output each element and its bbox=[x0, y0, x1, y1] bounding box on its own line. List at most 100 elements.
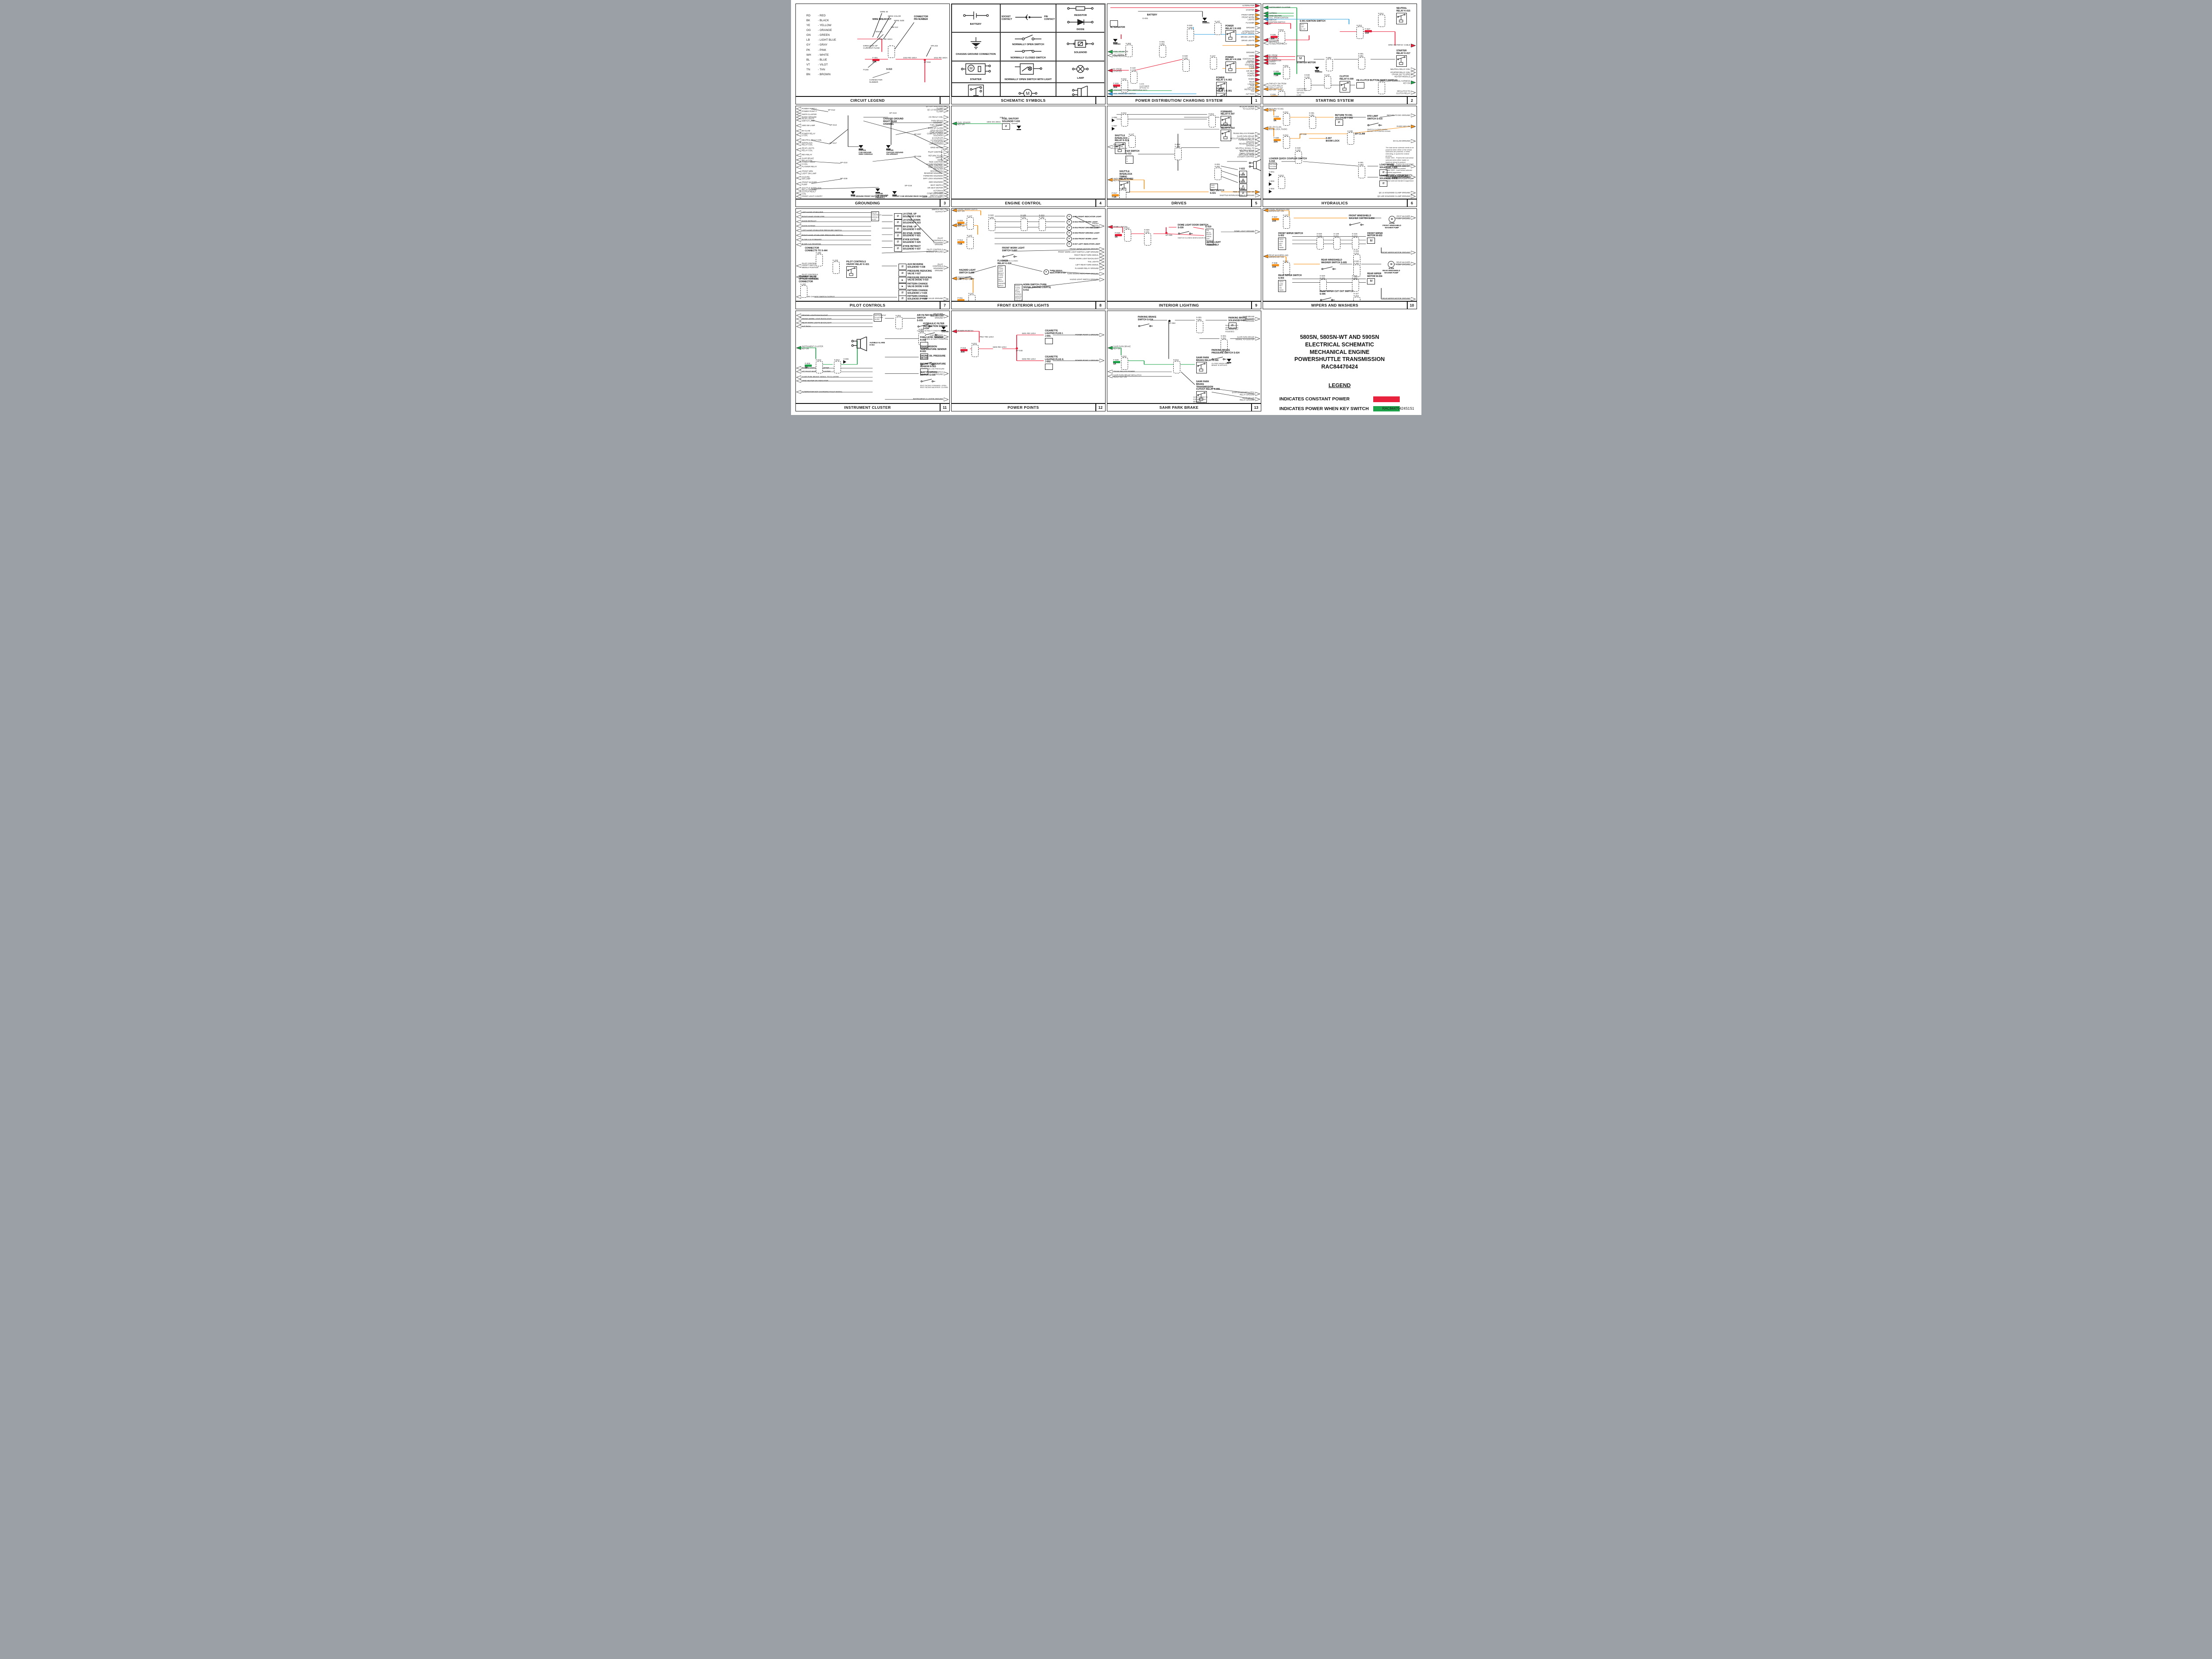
fuse-rating: 5A bbox=[1273, 119, 1277, 123]
lamp-name: TURN SIGNAL INDICATOR E-019 bbox=[1049, 269, 1066, 274]
connector-body bbox=[1121, 80, 1128, 92]
fuse-rating: 7.5A bbox=[957, 243, 962, 246]
sheet-ref-label: INSTRUMENT CLUSTER bbox=[1269, 6, 1290, 9]
sheet-arrow-icon bbox=[796, 176, 801, 180]
conn-item bbox=[887, 45, 895, 58]
sheet-ref-out-trans-relays-power: TRANS RELAYS POWER bbox=[1233, 132, 1260, 136]
component-body: ⧄ bbox=[898, 296, 906, 301]
component-detail: ON WITH DOOR OPEN OFF ALWAYS ON bbox=[1206, 229, 1214, 244]
panel-front-exterior-lights: FRONT WORK LIGHTS KEY ONSIGNAL LIGHTS KE… bbox=[951, 208, 1106, 309]
cbox-parking-brake-solenoid-y-001: PARKING BRAKE SOLENOID Y-001⧄ bbox=[1228, 317, 1247, 329]
sheet-ref-in-front-washer-pump: FRONT WASHER PUMP bbox=[796, 181, 817, 186]
connector-id: X-013 bbox=[1278, 88, 1284, 91]
sheet-ref-label: BI-DIR AUX REVERSE bbox=[802, 243, 821, 246]
sheet-arrow-icon bbox=[944, 138, 949, 142]
sheet-ref-in-4wd-ride-control-key-on: 4WD/ RIDE CONTROL KEY ON bbox=[1107, 177, 1133, 182]
sheet-ref-label: SEAT SWITCH GROUND bbox=[930, 371, 943, 376]
connector-body bbox=[1333, 237, 1341, 250]
color-code-name: - BLACK bbox=[818, 19, 829, 22]
sheet-ref-label: PILOT CONTROLS MODULE GROUND bbox=[926, 248, 943, 253]
switch-icon bbox=[1321, 265, 1347, 273]
lab-sp-g09: SP-G09 bbox=[840, 177, 848, 180]
lab-245-1: 245-1 bbox=[999, 116, 1005, 119]
component-detail: RIGHT TURN LEFT TURN SIGNAL LIGHTS FRONT… bbox=[1015, 284, 1022, 301]
connector-body bbox=[1208, 115, 1216, 127]
switch-icon bbox=[917, 322, 949, 330]
relay-name: SHUTTLE INTERLOCK RELAY K-013 bbox=[1114, 134, 1129, 142]
sheet-ref-label: LOADER CONTROL HARNESS KEY ON bbox=[1383, 80, 1410, 84]
sheet-arrow-icon bbox=[796, 142, 801, 146]
conn-x-013: X-013 bbox=[1121, 355, 1128, 370]
sheet-arrow-icon bbox=[1107, 225, 1113, 229]
sheet-arrow-icon bbox=[1255, 154, 1260, 158]
component-body bbox=[1110, 20, 1118, 27]
conn-x-082: X-082 bbox=[1325, 57, 1333, 71]
connector-id: X-083 bbox=[1125, 42, 1131, 45]
component-body: ⧄ bbox=[894, 219, 902, 226]
conn-x-013: X-013 bbox=[815, 359, 823, 374]
component-name: 4WD SWITCH S-021 bbox=[1210, 189, 1225, 195]
switch-icon bbox=[959, 274, 976, 282]
document-number: RAC84470424S1S1 bbox=[1382, 407, 1414, 411]
sheet-ref-in-ehoe-extend: EHOE EXTEND bbox=[796, 224, 815, 228]
sheet-ref-label: RIDE CONTROL KEY ON bbox=[1233, 190, 1255, 193]
sheet-ref-label: DOME LIGHT B+ bbox=[1113, 225, 1128, 228]
component-body: ⧄ bbox=[1239, 177, 1247, 184]
motor-icon: M bbox=[1388, 261, 1395, 268]
component-body bbox=[920, 342, 928, 348]
sheet-ref-out-grid-heater: GRID HEATER bbox=[930, 146, 949, 150]
conn-x-013: X-013 bbox=[1278, 174, 1286, 189]
symbol-label: SOLENOID bbox=[1074, 51, 1087, 54]
sheet-arrow-icon bbox=[1255, 26, 1260, 30]
wiring-layer bbox=[954, 123, 1018, 124]
panel-number-pilot-controls: 7 bbox=[939, 301, 949, 309]
sheet-arrow-icon bbox=[1263, 87, 1268, 91]
sheet-ref-label: ALTERNATOR FALUT SIGNAL bbox=[1241, 30, 1255, 35]
symbol-row: LAMP bbox=[1071, 64, 1090, 80]
sheet-arrow-icon bbox=[796, 123, 801, 127]
conn-x-013: X-013 bbox=[1121, 78, 1128, 92]
ground-icon bbox=[967, 37, 985, 53]
symbol-left-label: SOCKET CONTACT bbox=[1001, 15, 1012, 21]
connector-id: X-216 X-212 bbox=[1353, 250, 1359, 255]
sheet-ref-in-alt-ecu: ALT/ECU bbox=[1263, 11, 1277, 15]
sheet-ref-in-flasher-relay: FLASHER RELAY bbox=[796, 165, 817, 169]
panel-title-starting-system: STARTING SYSTEM bbox=[1315, 98, 1354, 103]
sheet-arrow-icon bbox=[1255, 194, 1260, 198]
sheet-ref-label: 4WD/ RIDE CONTROL KEY ON bbox=[1113, 177, 1133, 182]
fuse-body bbox=[1270, 35, 1278, 38]
color-code-row: GN- GREEN bbox=[806, 34, 836, 37]
conn-x-040-x-150: X-040 X-150 bbox=[988, 214, 995, 231]
switch-name: AIR FILTER RESTRICTION SWITCH S-033 bbox=[917, 314, 945, 322]
sheet-ref-out-declutch-to-clutch-relay: DECLUTCH TO CLUTCH RELAY bbox=[1396, 90, 1416, 94]
connector-body bbox=[895, 317, 903, 330]
sheet-arrow-icon bbox=[1107, 88, 1113, 92]
sheet-ref-in-rear-washers-and-wipers-key-on: REAR WASHERS AND WIPERS KEY ON bbox=[1263, 254, 1288, 258]
relay-k-004: POWER RELAY 4 K-004 bbox=[1225, 56, 1241, 73]
sheet-ref-out-sahr-brake-relay-ground: SAHR BRAKE RELAY GROUND bbox=[1240, 397, 1260, 401]
sheet-ref-label: RIDE CONTROL TANK SOLENOID bbox=[928, 164, 943, 169]
connector-id: X-001 X-051 bbox=[1221, 334, 1226, 339]
connector-id: X-117 X-114 bbox=[1353, 292, 1359, 297]
relay-power-relay-3: POWER RELAY 3 K-003 bbox=[1225, 25, 1241, 42]
sheet-arrow-icon bbox=[1255, 85, 1260, 89]
fuse-body bbox=[1273, 118, 1281, 120]
sheet-ref-in-fnr-key-on-from-clutch-relay: FNR KEY ON FROM CLUTCH RELAY bbox=[1263, 83, 1286, 87]
color-code-abbr: GY bbox=[806, 43, 811, 47]
sheet-ref-in-front-light-canopy: FRONT LIGHT CANOPY bbox=[796, 195, 822, 199]
sheet-arrow-icon bbox=[1255, 81, 1260, 85]
switch-icon bbox=[920, 377, 949, 385]
sheet-ref-label: GRID HEATER TEMP SENDER bbox=[929, 129, 943, 134]
lab-g-001: G-001 bbox=[1142, 17, 1148, 20]
sheet-ref-label: NEUTRAL RELAY COIL bbox=[1390, 68, 1410, 70]
sheet-arrow-icon bbox=[1255, 17, 1260, 21]
